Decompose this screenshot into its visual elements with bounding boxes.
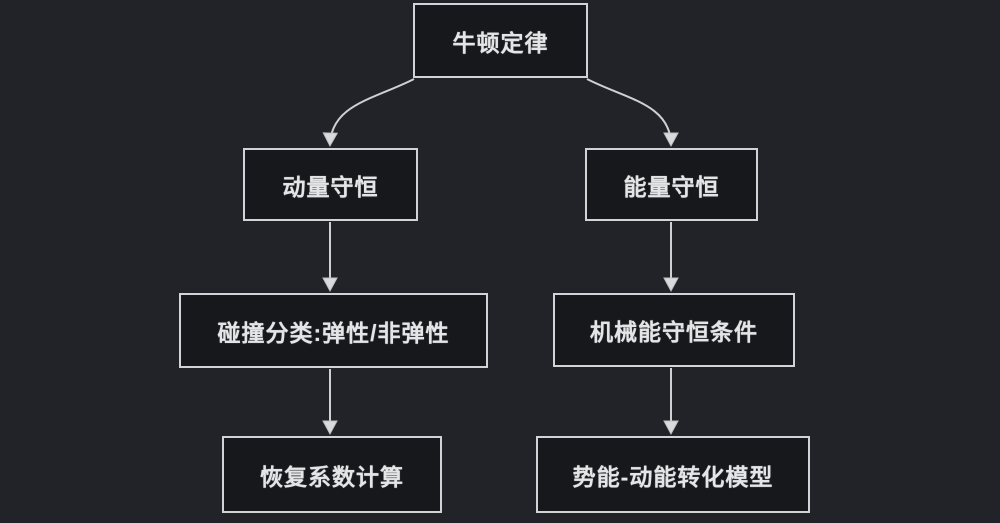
- edge-root-momentum: [322, 78, 415, 148]
- node-collision-classification: 碰撞分类:弹性/非弹性: [179, 293, 488, 368]
- node-momentum-conservation: 动量守恒: [243, 148, 418, 221]
- node-mechanical-energy-condition: 机械能守恒条件: [553, 293, 795, 367]
- node-energy-conversion-model: 势能-动能转化模型: [536, 436, 810, 513]
- node-energy-conservation: 能量守恒: [585, 148, 758, 221]
- node-collision-classification-label: 碰撞分类:弹性/非弹性: [217, 319, 450, 346]
- node-restitution-coefficient: 恢复系数计算: [222, 436, 442, 513]
- node-newton-laws: 牛顿定律: [413, 3, 588, 78]
- node-restitution-coefficient-label: 恢复系数计算: [260, 463, 404, 490]
- node-mechanical-energy-condition-label: 机械能守恒条件: [590, 319, 758, 345]
- edge-root-energy: [586, 78, 679, 148]
- node-energy-conversion-model-label: 势能-动能转化模型: [572, 463, 774, 490]
- node-energy-conservation-label: 能量守恒: [623, 173, 720, 200]
- node-momentum-conservation-label: 动量守恒: [282, 173, 379, 200]
- node-newton-laws-label: 牛顿定律: [452, 29, 549, 56]
